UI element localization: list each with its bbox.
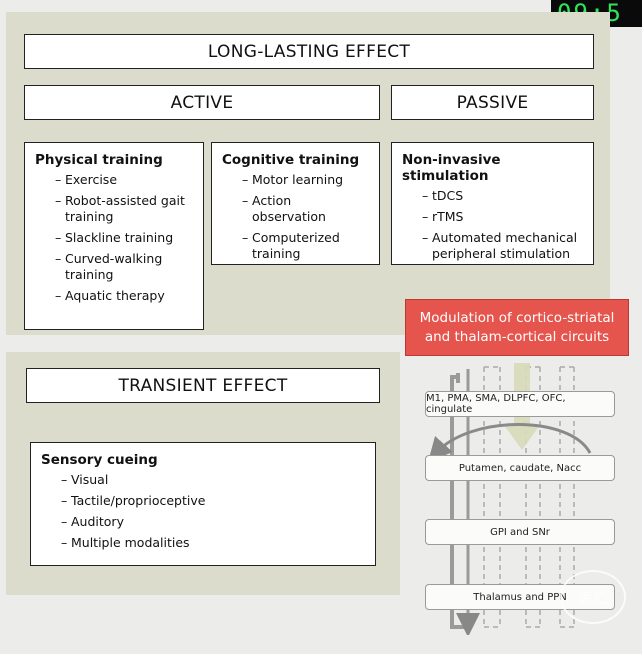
cognitive-training-title: Cognitive training (222, 152, 360, 168)
list-item: –Action observation (242, 193, 326, 224)
watermark-logo: 医汇 (560, 570, 626, 624)
list-item: –Automated mechanical peripheral stimula… (422, 230, 578, 261)
physical-training-box: Physical training –Exercise –Robot-assis… (24, 142, 204, 330)
active-title: ACTIVE (170, 92, 234, 113)
transient-header: TRANSIENT EFFECT (26, 368, 380, 403)
modulation-box: Modulation of cortico-striatal and thala… (405, 299, 629, 356)
list-item: –tDCS (422, 188, 464, 203)
sensory-cueing-title: Sensory cueing (41, 452, 158, 468)
active-header: ACTIVE (24, 85, 380, 120)
non-invasive-stimulation-box: Non-invasive stimulation –tDCS –rTMS –Au… (391, 142, 594, 265)
circuit-node-gpi: GPI and SNr (425, 519, 615, 545)
list-item: –rTMS (422, 209, 464, 224)
transient-title: TRANSIENT EFFECT (118, 375, 288, 396)
modulation-line-2: and thalam-cortical circuits (424, 328, 610, 345)
list-item: –Curved-walking training (55, 251, 163, 282)
sensory-cueing-box: Sensory cueing –Visual –Tactile/proprioc… (30, 442, 376, 566)
list-item: –Computerized training (242, 230, 340, 261)
list-item: –Robot-assisted gait training (55, 193, 185, 224)
list-item: –Visual (61, 472, 109, 487)
circuit-node-cortex: M1, PMA, SMA, DLPFC, OFC, cingulate (425, 391, 615, 417)
physical-training-title: Physical training (35, 152, 163, 168)
list-item: –Exercise (55, 172, 118, 187)
circuit-node-striatum: Putamen, caudate, Nacc (425, 455, 615, 481)
long-lasting-title: LONG-LASTING EFFECT (207, 41, 411, 62)
list-item: –Auditory (61, 514, 124, 529)
list-item: –Aquatic therapy (55, 288, 165, 303)
non-invasive-stimulation-title: Non-invasive stimulation (402, 152, 501, 184)
cognitive-training-box: Cognitive training –Motor learning –Acti… (211, 142, 380, 265)
modulation-line-1: Modulation of cortico-striatal (419, 309, 615, 326)
list-item: –Multiple modalities (61, 535, 190, 550)
passive-title: PASSIVE (456, 92, 529, 113)
list-item: –Motor learning (242, 172, 344, 187)
circuit-diagram (427, 363, 592, 635)
curved-arrow-icon (427, 423, 592, 462)
long-lasting-header: LONG-LASTING EFFECT (24, 34, 594, 69)
list-item: –Slackline training (55, 230, 174, 245)
list-item: –Tactile/proprioceptive (61, 493, 206, 508)
passive-header: PASSIVE (391, 85, 594, 120)
